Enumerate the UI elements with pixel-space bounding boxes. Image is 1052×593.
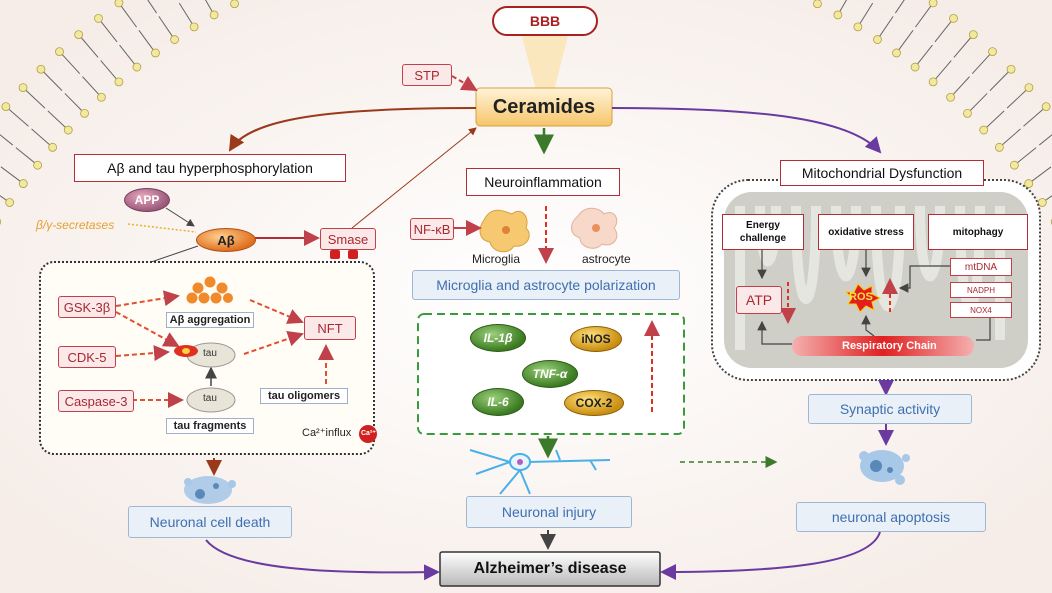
nfkb-box: NF-κB bbox=[410, 218, 454, 240]
energy-challenge-box: Energy challenge bbox=[722, 214, 804, 250]
microglia-label: Microglia bbox=[472, 252, 521, 266]
abeta-aggregation-label: Aβ aggregation bbox=[166, 312, 254, 328]
polarization-box: Microglia and astrocyte polarization bbox=[412, 270, 680, 300]
neuronal-cell-death-box: Neuronal cell death bbox=[128, 506, 292, 538]
ceramides-label: Ceramides bbox=[492, 95, 596, 118]
smase-icon bbox=[330, 250, 340, 259]
oxidative-stress-box: oxidative stress bbox=[818, 214, 914, 250]
neuronal-injury-box: Neuronal injury bbox=[466, 496, 632, 528]
respiratory-chain-label: Respiratory Chain bbox=[842, 340, 937, 352]
gsk3b-box: GSK-3β bbox=[58, 296, 116, 318]
tau-oligomers-label: tau oligomers bbox=[260, 388, 348, 404]
mtdna-box: mtDNA bbox=[950, 258, 1012, 276]
abeta-tau-box: Aβ and tau hyperphosphorylation bbox=[74, 154, 346, 182]
arrow-ceramides-mito bbox=[611, 107, 882, 154]
mitophagy-box: mitophagy bbox=[928, 214, 1028, 250]
alzheimers-box bbox=[439, 551, 661, 587]
atp-box: ATP bbox=[736, 286, 782, 314]
tau-label: tau bbox=[203, 348, 217, 359]
abeta-oval: Aβ bbox=[196, 228, 256, 252]
abeta-aggregate-icon bbox=[186, 276, 233, 304]
app-oval: APP bbox=[124, 188, 170, 212]
nft-box: NFT bbox=[304, 316, 356, 340]
nadph-box: NADPH bbox=[950, 282, 1012, 298]
microglia-icon bbox=[479, 209, 530, 253]
il1b-oval: IL-1β bbox=[470, 324, 526, 352]
secretases-label: β/γ-secretases bbox=[36, 218, 115, 232]
tau-fragment-oval bbox=[186, 387, 236, 413]
smase-box: Smase bbox=[320, 228, 376, 250]
ros-burst-icon bbox=[844, 283, 882, 313]
inos-oval: iNOS bbox=[570, 326, 622, 352]
ca-ion-label: Ca²⁺ bbox=[361, 430, 376, 437]
ros-label: ROS bbox=[849, 291, 873, 303]
caspase3-box: Caspase-3 bbox=[58, 390, 134, 412]
astrocyte-label: astrocyte bbox=[582, 252, 631, 266]
bbb-label: BBB bbox=[492, 6, 598, 36]
nox4-box: NOX4 bbox=[950, 302, 1012, 318]
arrow-ceramides-abeta bbox=[228, 107, 477, 152]
bbb-beam bbox=[520, 28, 570, 98]
ca-influx-label: Ca²⁺influx bbox=[302, 427, 352, 439]
tnfa-oval: TNF-α bbox=[522, 360, 578, 388]
alzheimers-label: Alzheimer’s disease bbox=[473, 560, 627, 577]
mito-dysfunction-box: Mitochondrial Dysfunction bbox=[780, 160, 984, 186]
cox2-oval: COX-2 bbox=[564, 390, 624, 416]
blood-brain-barrier-membrane bbox=[0, 0, 1052, 225]
stp-box: STP bbox=[402, 64, 452, 86]
tau-fragments-label: tau fragments bbox=[166, 418, 254, 434]
neuroinflammation-box: Neuroinflammation bbox=[466, 168, 620, 196]
calcium-ion-icon bbox=[359, 425, 377, 443]
synaptic-activity-box: Synaptic activity bbox=[808, 394, 972, 424]
dying-neuron-icon bbox=[184, 476, 236, 504]
respiratory-chain-bar bbox=[792, 336, 974, 356]
il6-oval: IL-6 bbox=[472, 388, 524, 416]
phosphorylation-icon bbox=[174, 345, 198, 357]
apoptotic-cell-icon bbox=[859, 450, 910, 485]
tau-fragment-label: tau bbox=[203, 393, 217, 404]
neuron-icon bbox=[469, 449, 611, 495]
neuronal-apoptosis-box: neuronal apoptosis bbox=[796, 502, 986, 532]
cdk5-box: CDK-5 bbox=[58, 346, 116, 368]
astrocyte-icon bbox=[571, 207, 618, 249]
